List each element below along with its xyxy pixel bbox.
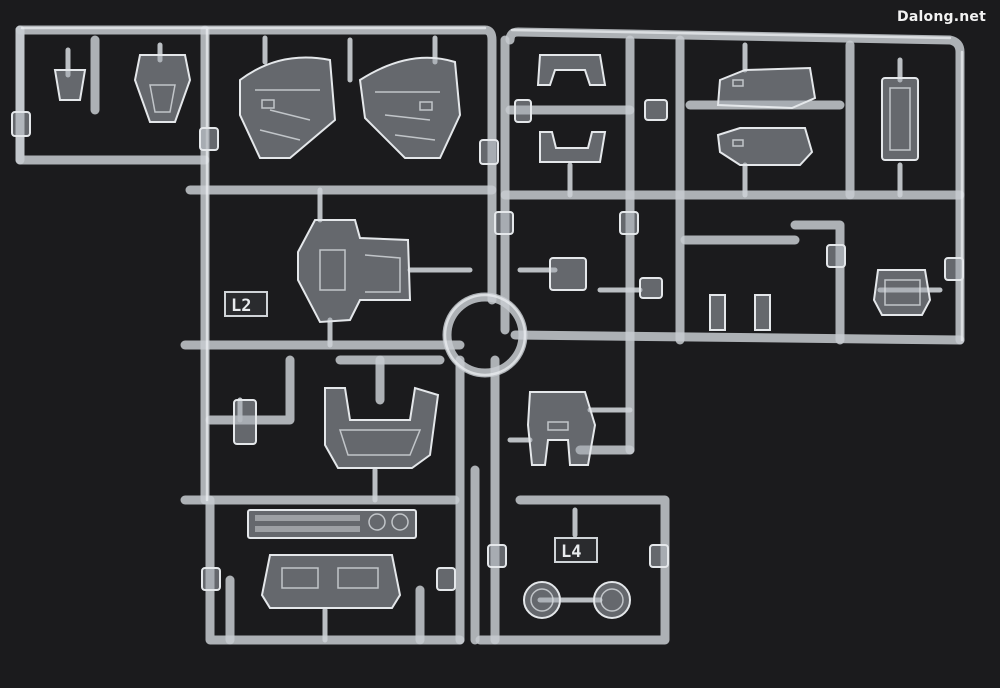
gear-mark-icon xyxy=(391,513,409,531)
parts-lower-right xyxy=(523,391,631,619)
runner-tabs xyxy=(11,99,964,591)
runner-tag-l4: L4 xyxy=(554,537,598,563)
right-runner-frame xyxy=(475,27,965,645)
parts-left-middle xyxy=(233,219,440,609)
tag-l2-label: L2 xyxy=(231,296,251,316)
watermark: Dalong.net xyxy=(897,9,986,25)
center-runner-ring xyxy=(442,292,528,378)
molded-info-plate xyxy=(247,509,417,539)
parts-left-upper xyxy=(53,54,462,159)
tag-l4-label: L4 xyxy=(561,542,581,562)
parts-right-upper xyxy=(536,54,919,166)
gear-mark-icon xyxy=(368,513,386,531)
left-runner-frame xyxy=(15,25,497,645)
parts-right-middle xyxy=(549,257,932,331)
runner-tag-l2: L2 xyxy=(224,291,268,317)
